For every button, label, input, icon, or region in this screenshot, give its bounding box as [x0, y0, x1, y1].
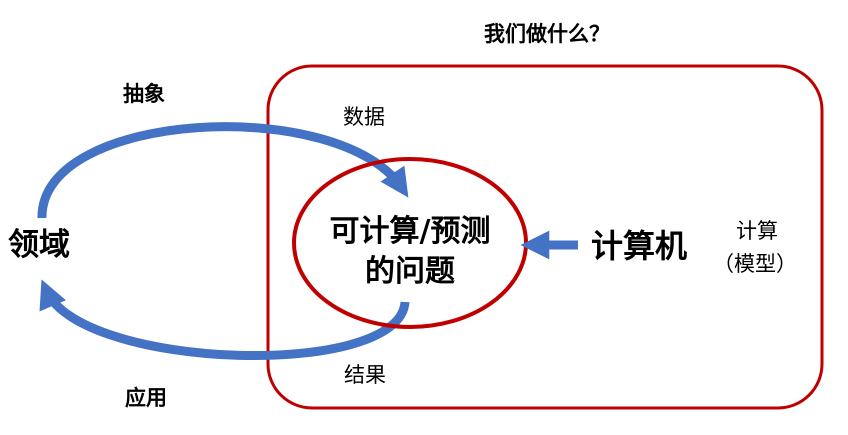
abstraction-label: 抽象 [123, 82, 165, 106]
application-arrow-icon [39, 279, 410, 360]
computation-label-line-1: 计算 [736, 219, 778, 243]
problem-line-1: 可计算/预测 [329, 214, 491, 249]
title-label: 我们做什么？ [484, 22, 610, 46]
problem-text: 可计算/预测 的问题 [292, 212, 528, 292]
result-label: 结果 [344, 363, 386, 387]
application-label: 应用 [125, 386, 167, 410]
abstraction-arrow-icon [37, 122, 409, 219]
computer-label: 计算机 [591, 227, 688, 265]
problem-line-2: 的问题 [365, 254, 455, 289]
outer-frame [266, 64, 824, 410]
data-label: 数据 [343, 105, 385, 129]
domain-label: 领域 [8, 227, 70, 263]
computation-label-line-2: （模型） [713, 252, 797, 276]
